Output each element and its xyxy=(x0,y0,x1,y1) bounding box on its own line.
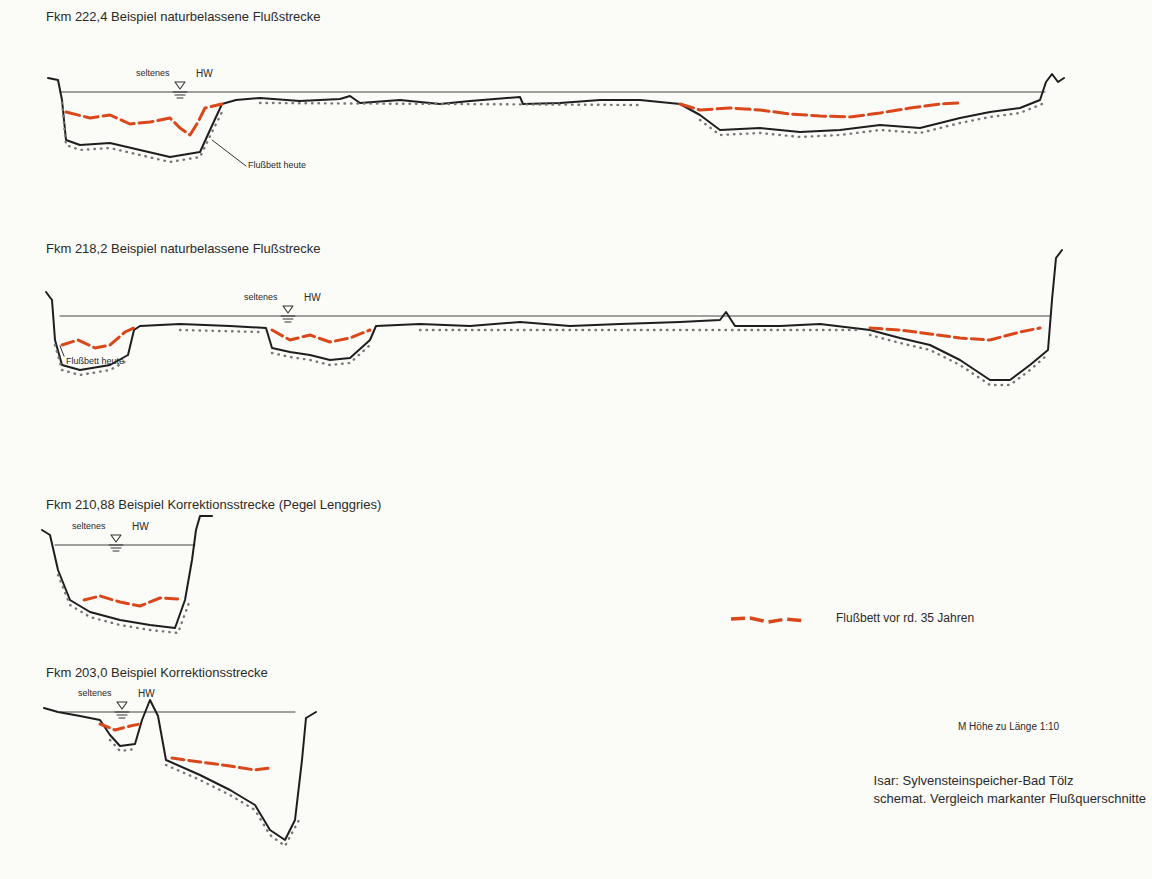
diagram-caption: Isar: Sylvensteinspeicher-Bad Tölzschema… xyxy=(874,772,1146,807)
water-level-note: seltenes xyxy=(78,688,112,698)
scale-note: M Höhe zu Länge 1:10 xyxy=(958,721,1059,733)
water-level-mark: HW xyxy=(138,688,155,700)
section-heading: Fkm 222,4 Beispiel naturbelassene Flußst… xyxy=(46,10,321,25)
section-heading: Fkm 210,88 Beispiel Korrektionsstrecke (… xyxy=(46,498,381,513)
callout-label: Flußbett heute xyxy=(66,356,124,366)
section-heading: Fkm 218,2 Beispiel naturbelassene Flußst… xyxy=(46,242,321,257)
water-level-mark: HW xyxy=(132,521,149,533)
water-level-mark: HW xyxy=(304,292,321,304)
water-level-note: seltenes xyxy=(244,292,278,302)
legend-swatch xyxy=(728,613,808,627)
legend-text: Flußbett vor rd. 35 Jahren xyxy=(836,612,974,626)
callout-label: Flußbett heute xyxy=(248,160,306,170)
water-level-note: seltenes xyxy=(72,521,106,531)
water-level-note: seltenes xyxy=(136,68,170,78)
water-level-mark: HW xyxy=(196,68,213,80)
section-heading: Fkm 203,0 Beispiel Korrektionsstrecke xyxy=(46,666,268,681)
